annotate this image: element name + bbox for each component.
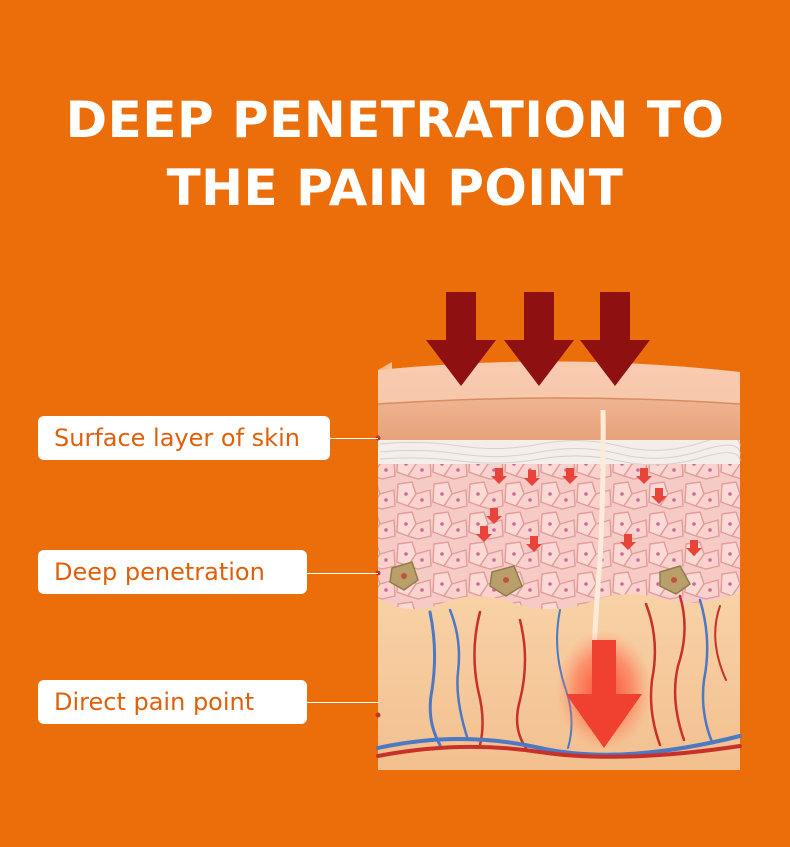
leader-line-surface (330, 438, 378, 439)
title-line-2: THE PAIN POINT (166, 159, 624, 217)
leader-line-direct (307, 702, 378, 703)
blood-vessels (376, 594, 742, 759)
down-arrow-icon (580, 292, 650, 386)
label-direct-pain-point: Direct pain point (38, 680, 307, 724)
red-down-arrow-icon (566, 640, 642, 748)
page-title: DEEP PENETRATION TO THE PAIN POINT (0, 86, 790, 222)
dermal-cells (389, 561, 691, 597)
cell-layer (378, 460, 740, 610)
title-line-1: DEEP PENETRATION TO (65, 91, 725, 149)
leader-line-deep (307, 573, 378, 574)
small-penetration-arrows (476, 468, 702, 556)
top-arrows (426, 292, 650, 386)
down-arrow-icon (504, 292, 574, 386)
label-surface-layer: Surface layer of skin (38, 416, 330, 460)
label-deep-penetration: Deep penetration (38, 550, 307, 594)
penetration-channel (591, 409, 606, 651)
down-arrow-icon (426, 292, 496, 386)
